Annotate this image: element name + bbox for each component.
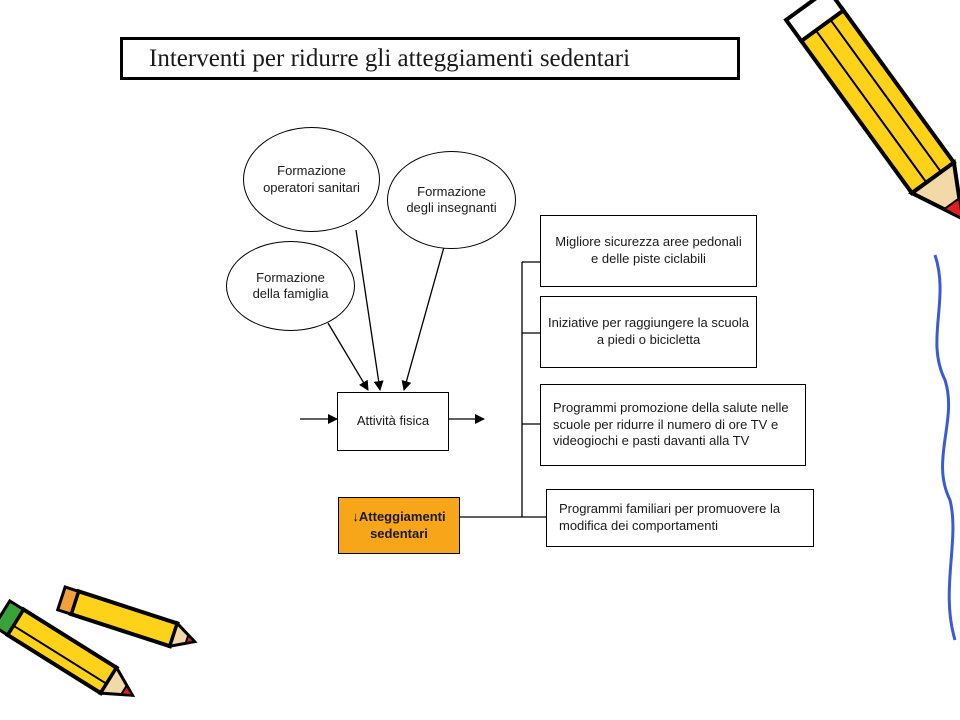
node-formazione-operatori-sanitari: Formazione operatori sanitari: [243, 127, 380, 232]
node-formazione-famiglia: Formazione della famiglia: [226, 241, 355, 331]
arrow-famiglia-to-attivita: [327, 322, 369, 391]
pencil-icon: [783, 0, 960, 222]
node-attivita-fisica: Attività fisica: [337, 392, 449, 451]
decorative-stroke: [933, 254, 957, 641]
page-title: Interventi per ridurre gli atteggiamenti…: [120, 37, 740, 80]
node-programmi-promozione-salute: Programmi promozione della salute nelle …: [540, 384, 806, 466]
arrow-operatori-to-attivita: [355, 229, 384, 391]
arrow-insegnanti-to-attivita: [401, 246, 445, 391]
pencil-icon: [0, 598, 136, 697]
node-formazione-insegnanti: Formazione degli insegnanti: [387, 151, 516, 249]
node-programmi-familiari: Programmi familiari per promuovere la mo…: [546, 489, 814, 547]
node-iniziative-scuola: Iniziative per raggiungere la scuola a p…: [540, 296, 757, 368]
pencil-icon: [55, 585, 198, 649]
node-sicurezza-aree-pedonali: Migliore sicurezza aree pedonali e delle…: [540, 215, 757, 287]
node-atteggiamenti-sedentari: ↓Atteggiamenti sedentari: [338, 497, 460, 554]
